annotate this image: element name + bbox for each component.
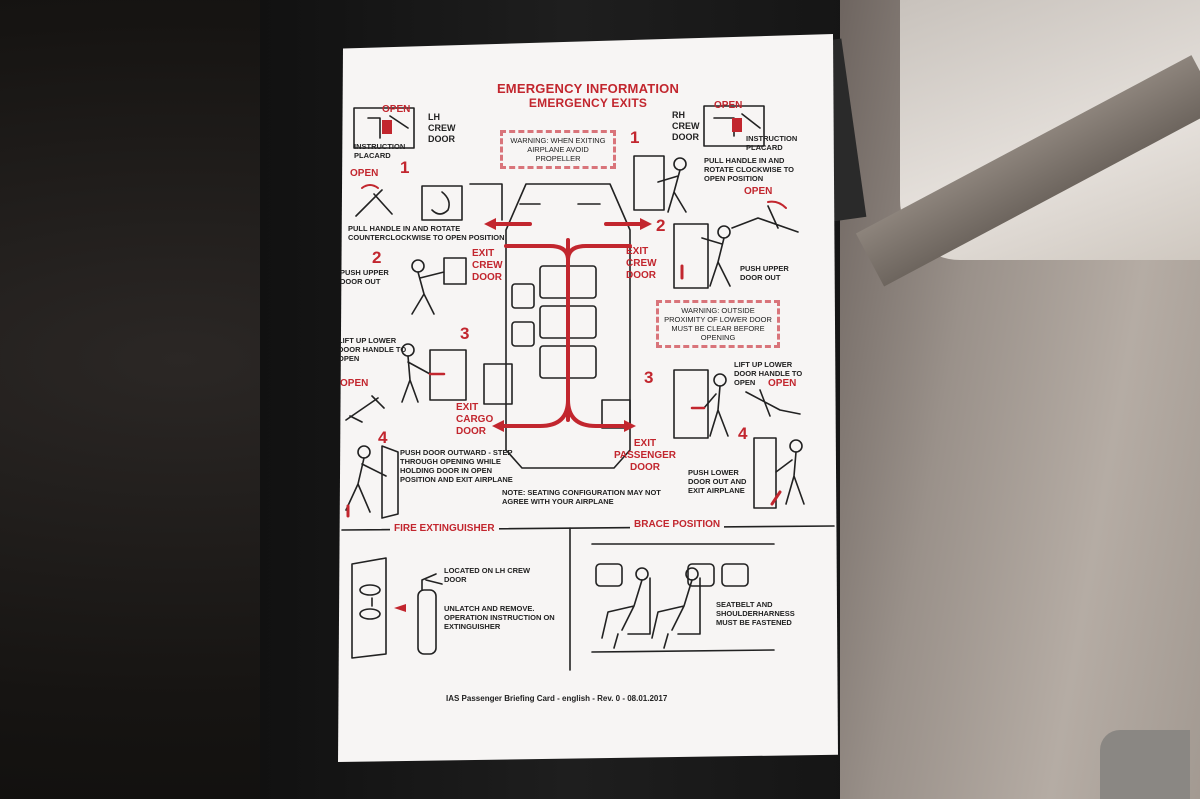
lh-step-4-number: 4 <box>378 428 388 447</box>
rh-step-3-sketch <box>673 369 729 439</box>
rh-step-3-handle-sketch <box>745 389 801 417</box>
lh-step-3-open: OPEN <box>340 378 369 389</box>
exit-cargo-door-label: EXIT CARGO DOOR <box>456 402 494 437</box>
brace-position-title: BRACE POSITION <box>630 519 725 530</box>
safety-card: EMERGENCY INFORMATION EMERGENCY EXITS WA… <box>338 34 838 762</box>
card-footer: IAS Passenger Briefing Card - english - … <box>446 694 668 703</box>
lh-step-1-open: OPEN <box>350 168 379 179</box>
seatbelt-buckle <box>1100 730 1190 799</box>
card-title: EMERGENCY INFORMATION <box>496 81 680 96</box>
lh-step-4-text: PUSH DOOR OUTWARD - STEP THROUGH OPENING… <box>400 448 513 484</box>
lh-step-1-text: PULL HANDLE IN AND ROTATE COUNTERCLOCKWI… <box>348 224 505 242</box>
rh-step-2-number: 2 <box>656 216 666 235</box>
brace-position-sketch <box>591 543 775 653</box>
seating-note: NOTE: SEATING CONFIGURATION MAY NOT AGRE… <box>502 488 661 506</box>
rh-step-2-text: PUSH UPPER DOOR OUT <box>740 264 789 282</box>
aircraft-floorplan <box>483 183 652 469</box>
lh-door-placard-sketch <box>353 107 415 149</box>
rh-crew-door-label: RH CREW DOOR <box>672 110 700 142</box>
lh-step-3-handle-sketch <box>345 395 385 423</box>
lh-step-1-number: 1 <box>400 158 410 177</box>
fire-extinguisher-instructions: UNLATCH AND REMOVE. OPERATION INSTRUCTIO… <box>444 604 555 631</box>
rh-step-3-open: OPEN <box>768 378 797 389</box>
rh-step-4-number: 4 <box>738 424 748 443</box>
exit-left-crew-door-label: EXIT CREW DOOR <box>472 248 503 283</box>
lh-step-1-sketch <box>355 183 503 221</box>
lh-step-3-number: 3 <box>460 324 470 343</box>
rh-placard-label: INSTRUCTION PLACARD <box>746 134 798 152</box>
lh-step-4-sketch <box>345 445 399 519</box>
rh-step-3-text: LIFT UP LOWER DOOR HANDLE TO OPEN <box>734 360 803 387</box>
fire-extinguisher-location: LOCATED ON LH CREW DOOR <box>444 566 531 584</box>
lh-placard-open-label: OPEN <box>382 104 411 115</box>
lh-step-3-text: LIFT UP LOWER DOOR HANDLE TO OPEN <box>338 336 407 363</box>
lh-step-2-sketch <box>411 257 467 315</box>
rh-step-1-open: OPEN <box>744 186 773 197</box>
warning-propeller: WARNING: WHEN EXITING AIRPLANE AVOID PRO… <box>500 130 616 169</box>
warning-lower-door: WARNING: OUTSIDE PROXIMITY OF LOWER DOOR… <box>656 300 780 348</box>
lh-placard-label: INSTRUCTION PLACARD <box>354 142 406 160</box>
lh-crew-door-label: LH CREW DOOR <box>428 112 456 144</box>
rh-step-1-text: PULL HANDLE IN AND ROTATE CLOCKWISE TO O… <box>704 156 794 183</box>
brace-instructions: SEATBELT AND SHOULDERHARNESS MUST BE FAS… <box>716 600 795 627</box>
fire-extinguisher-sketch <box>351 557 443 659</box>
rh-step-2-sketch <box>673 223 731 289</box>
rh-step-4-text: PUSH LOWER DOOR OUT AND EXIT AIRPLANE <box>688 468 747 495</box>
rh-step-4-sketch <box>753 437 805 509</box>
rh-placard-open-label: OPEN <box>714 100 743 111</box>
lh-step-3-sketch <box>401 343 467 403</box>
rh-step-1-number: 1 <box>630 128 640 147</box>
rh-step-1-handle-sketch <box>731 200 799 233</box>
exit-passenger-door-label: EXIT PASSENGER DOOR <box>613 438 677 473</box>
card-subtitle: EMERGENCY EXITS <box>528 96 648 110</box>
rh-door-placard-sketch <box>703 105 765 147</box>
exit-right-crew-door-label: EXIT CREW DOOR <box>626 246 657 281</box>
lh-step-2-text: PUSH UPPER DOOR OUT <box>340 268 389 286</box>
fire-extinguisher-title: FIRE EXTINGUISHER <box>390 523 499 534</box>
rh-step-1-sketch <box>633 155 687 213</box>
rh-step-3-number: 3 <box>644 368 654 387</box>
lh-step-2-number: 2 <box>372 248 382 267</box>
